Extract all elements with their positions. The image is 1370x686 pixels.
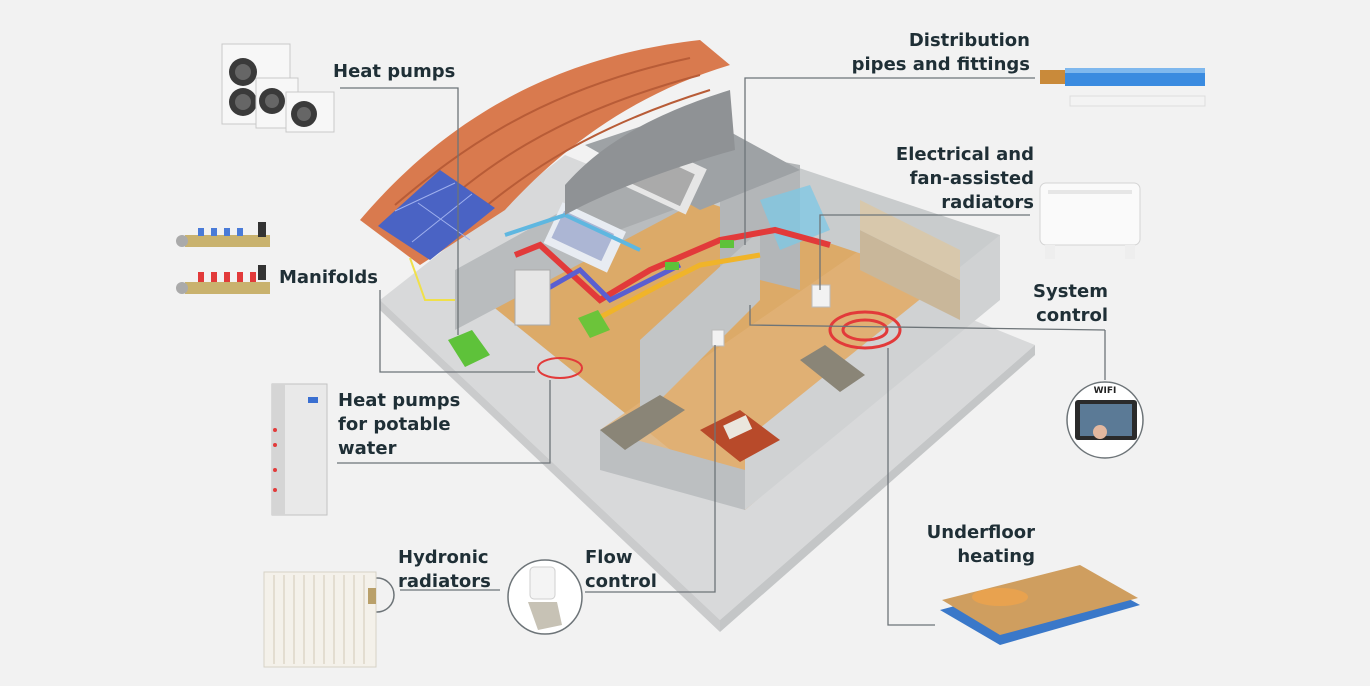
label-hydronic-radiators: Hydronic radiators xyxy=(398,547,491,592)
label-electrical-radiators: Electrical and fan-assisted radiators xyxy=(895,144,1034,213)
thermostatic-valve-icon xyxy=(507,559,583,635)
label-underfloor-heating: Underfloor heating xyxy=(926,522,1035,567)
leader-lines xyxy=(337,77,1106,626)
kitchen-cabinets xyxy=(860,230,960,320)
indoor-boiler xyxy=(514,269,551,326)
label-distribution-pipes: Distribution pipes and fittings xyxy=(851,30,1030,75)
label-flow-control: Flow control xyxy=(585,547,657,592)
label-heat-pumps: Heat pumps xyxy=(333,61,456,82)
heat-pump-units-icon xyxy=(221,43,335,133)
label-manifolds: Manifolds xyxy=(279,267,379,288)
rug xyxy=(700,410,780,462)
green-unit xyxy=(578,310,610,338)
pex-pipe-icon xyxy=(1040,68,1206,107)
underfloor-panel-icon xyxy=(940,565,1140,645)
wifi-badge: WIFI xyxy=(1093,386,1117,396)
inner-wall-4 xyxy=(600,430,745,510)
radiator-icon xyxy=(263,571,377,668)
sofa-2 xyxy=(800,345,865,392)
label-system-control: System control xyxy=(1033,281,1108,326)
pipe-cold xyxy=(543,262,682,304)
heat-pump-box xyxy=(448,330,490,367)
fan-coil-radiator-icon xyxy=(1039,182,1141,259)
pipe-supply xyxy=(593,252,761,323)
floor-coil xyxy=(828,310,902,350)
fan-coil-room xyxy=(811,284,831,308)
sofa-1 xyxy=(600,395,685,450)
potable-water-tank-icon xyxy=(271,383,328,516)
label-heat-pumps-potable-water: Heat pumps for potable water xyxy=(338,390,461,459)
manifold-icon xyxy=(176,222,270,294)
pipe-hot xyxy=(513,226,831,304)
touch-controller-icon xyxy=(1066,381,1144,459)
solar-panel xyxy=(378,170,495,260)
bed-2 xyxy=(543,202,627,273)
inner-wall-3 xyxy=(640,230,760,420)
